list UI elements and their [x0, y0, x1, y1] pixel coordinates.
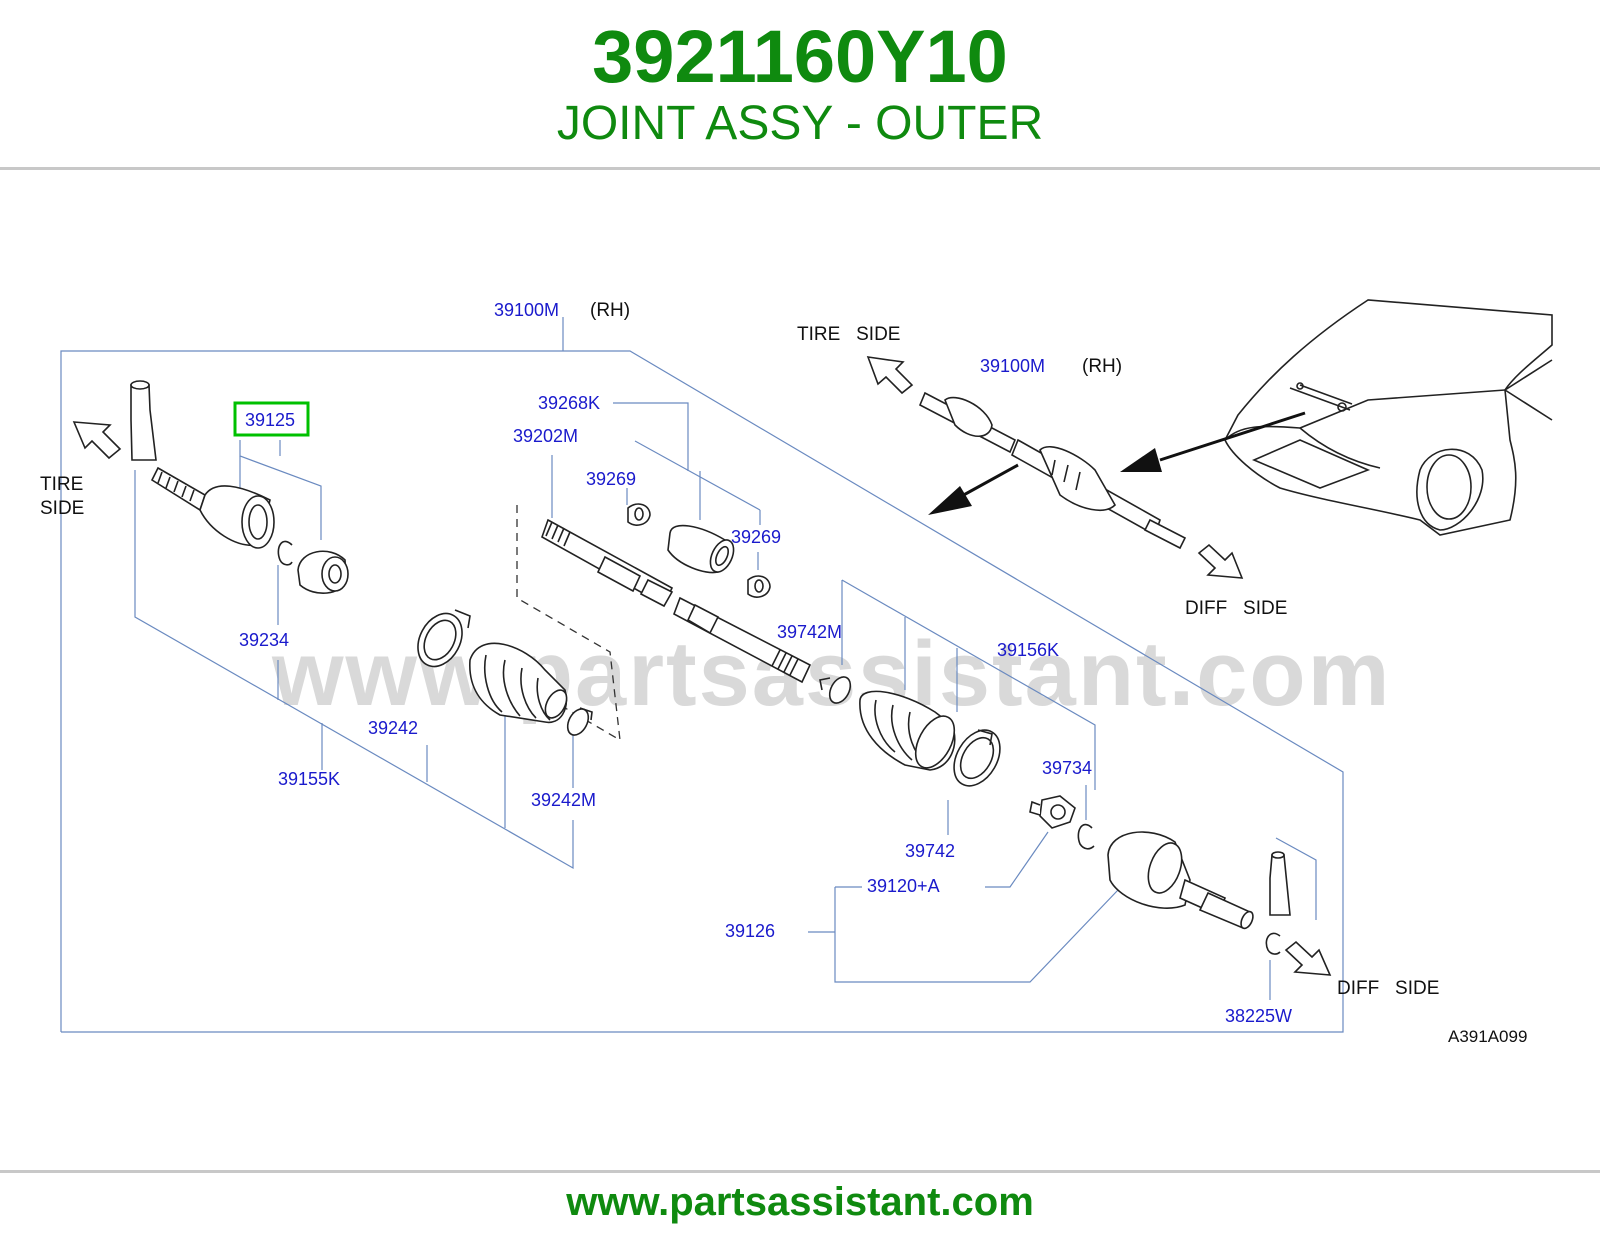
label-39155k: 39155K: [278, 769, 340, 789]
boot-band-small-part: [566, 707, 593, 736]
label-39120a: 39120+A: [867, 876, 940, 896]
inset-pointer-arrow-a: [928, 463, 1019, 515]
bearing-cage-part: [297, 550, 349, 594]
exploded-parts-diagram: www.partsassistant.com: [40, 299, 1553, 1046]
label-39742: 39742: [905, 841, 955, 861]
tire-side-label-2: SIDE: [40, 498, 84, 519]
inset-tire-side-label: TIRE SIDE: [797, 324, 900, 345]
label-39742m: 39742M: [777, 622, 842, 642]
part-number: 3921160Y10: [592, 15, 1008, 98]
inset-pointer-arrow-b: [1120, 411, 1306, 472]
inset-tire-arrow-icon: [866, 356, 914, 395]
label-39734: 39734: [1042, 758, 1092, 778]
tire-side-arrow-icon: [72, 421, 122, 460]
label-39269-b: 39269: [731, 527, 781, 547]
inner-boot-band-large-part: [953, 729, 1001, 787]
label-rh: (RH): [590, 300, 630, 321]
inner-boot-band-small-part: [819, 676, 852, 704]
inner-joint-housing-part: [1107, 831, 1254, 930]
damper-band-a-part: [627, 503, 651, 526]
circlip-part: [1265, 932, 1281, 955]
label-39234: 39234: [239, 630, 289, 650]
snap-ring-part: [277, 540, 293, 566]
outer-joint-part: [150, 466, 275, 549]
label-39268k: 39268K: [538, 393, 600, 413]
inner-boot-part: [859, 690, 956, 771]
part-title: JOINT ASSY - OUTER: [556, 97, 1044, 150]
diff-side-label: DIFF SIDE: [1337, 978, 1439, 999]
page-header: 3921160Y10 JOINT ASSY - OUTER: [0, 0, 1600, 168]
diff-shaft-stub-part: [1269, 851, 1291, 916]
part-labels: 39100M (RH) 39125 39268K 39202M 39269 39…: [40, 300, 1527, 1046]
boot-band-large-part: [417, 609, 471, 668]
label-39156k: 39156K: [997, 640, 1059, 660]
inset-diff-side-label: DIFF SIDE: [1185, 598, 1287, 619]
label-39125: 39125: [245, 410, 295, 430]
inner-snap-ring-part: [1077, 823, 1095, 850]
shaft-stub-part: [130, 380, 157, 461]
label-39202m: 39202M: [513, 426, 578, 446]
tire-side-label-1: TIRE: [40, 474, 83, 495]
figure-code: A391A099: [1448, 1027, 1527, 1046]
diff-side-arrow-icon: [1284, 940, 1332, 976]
inset-shaft-part: [918, 391, 1187, 550]
footer-url[interactable]: www.partsassistant.com: [566, 1180, 1034, 1224]
boot-part: [469, 642, 568, 724]
inset-vehicle: [1224, 299, 1553, 536]
inset-diff-arrow-icon: [1197, 543, 1244, 579]
spider-assembly-part: [1029, 795, 1076, 829]
footer-divider: [0, 1170, 1600, 1173]
label-38225w: 38225W: [1225, 1006, 1292, 1026]
assembly-bracket: [60, 317, 1344, 1033]
label-39242: 39242: [368, 718, 418, 738]
inner-shaft-part: [673, 596, 812, 684]
label-39269-a: 39269: [586, 469, 636, 489]
damper-part: [667, 524, 735, 574]
label-39100m: 39100M: [494, 300, 559, 320]
label-inset-rh: (RH): [1082, 356, 1122, 377]
label-inset-39100m: 39100M: [980, 356, 1045, 376]
damper-band-b-part: [747, 575, 771, 598]
highlight-box: [233, 401, 310, 437]
label-39126: 39126: [725, 921, 775, 941]
drive-shaft-part: [541, 518, 674, 608]
label-39242m: 39242M: [531, 790, 596, 810]
header-divider: [0, 167, 1600, 170]
